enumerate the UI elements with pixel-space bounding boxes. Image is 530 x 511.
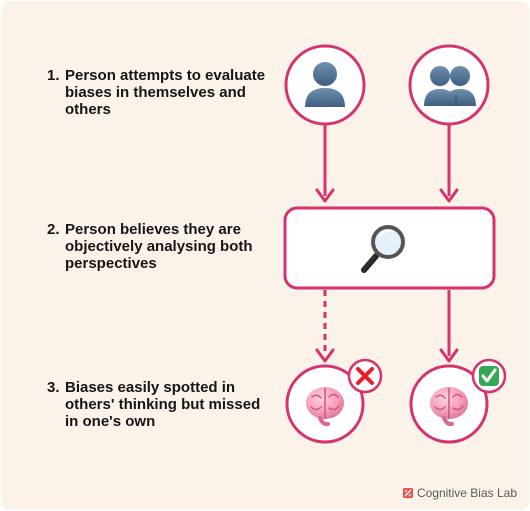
footer-brand: Cognitive Bias Lab <box>402 486 517 500</box>
connector-analysis-to-others-result <box>439 290 459 363</box>
step-2-number: 2. <box>47 221 60 238</box>
self-node <box>284 44 366 126</box>
self-result-node <box>285 364 365 444</box>
cognitive-bias-lab-logo-icon <box>402 488 413 498</box>
step-2-line-2: objectively analysing both <box>65 238 253 255</box>
red-cross-icon <box>347 358 383 394</box>
step-1-line-3: others <box>65 101 111 118</box>
step-1-line-1: Person attempts to evaluate <box>65 67 266 84</box>
brain-icon <box>306 387 344 427</box>
step-1: 1. Person attempts to evaluate biases in… <box>47 67 287 121</box>
step-3-line-2: others' thinking but missed <box>65 396 261 413</box>
connector-self-to-analysis <box>315 125 335 203</box>
person-silhouette-icon <box>305 62 345 107</box>
step-1-number: 1. <box>47 67 60 84</box>
step-2-line-1: Person believes they are <box>65 221 241 238</box>
step-3-line-3: in one's own <box>65 413 156 430</box>
connector-analysis-to-self-result <box>315 290 335 363</box>
two-people-silhouette-icon <box>424 66 476 106</box>
others-result-node <box>409 364 489 444</box>
step-1-text: Person attempts to evaluate biases in th… <box>65 67 280 118</box>
green-check-icon <box>471 358 507 394</box>
step-2-text: Person believes they are objectively ana… <box>65 221 280 272</box>
step-2-line-3: perspectives <box>65 255 157 272</box>
magnifying-glass-icon <box>361 225 405 273</box>
connector-others-to-analysis <box>439 125 459 203</box>
brain-icon <box>430 387 468 427</box>
step-1-line-2: biases in themselves and <box>65 84 246 101</box>
analysis-box <box>283 206 496 290</box>
step-3-line-1: Biases easily spotted in <box>65 379 236 396</box>
step-3-text: Biases easily spotted in others' thinkin… <box>65 379 280 430</box>
others-node <box>408 44 490 126</box>
footer-brand-text: Cognitive Bias Lab <box>416 486 517 500</box>
step-2: 2. Person believes they are objectively … <box>47 221 287 275</box>
step-3-number: 3. <box>47 379 60 396</box>
step-3: 3. Biases easily spotted in others' thin… <box>47 379 287 433</box>
